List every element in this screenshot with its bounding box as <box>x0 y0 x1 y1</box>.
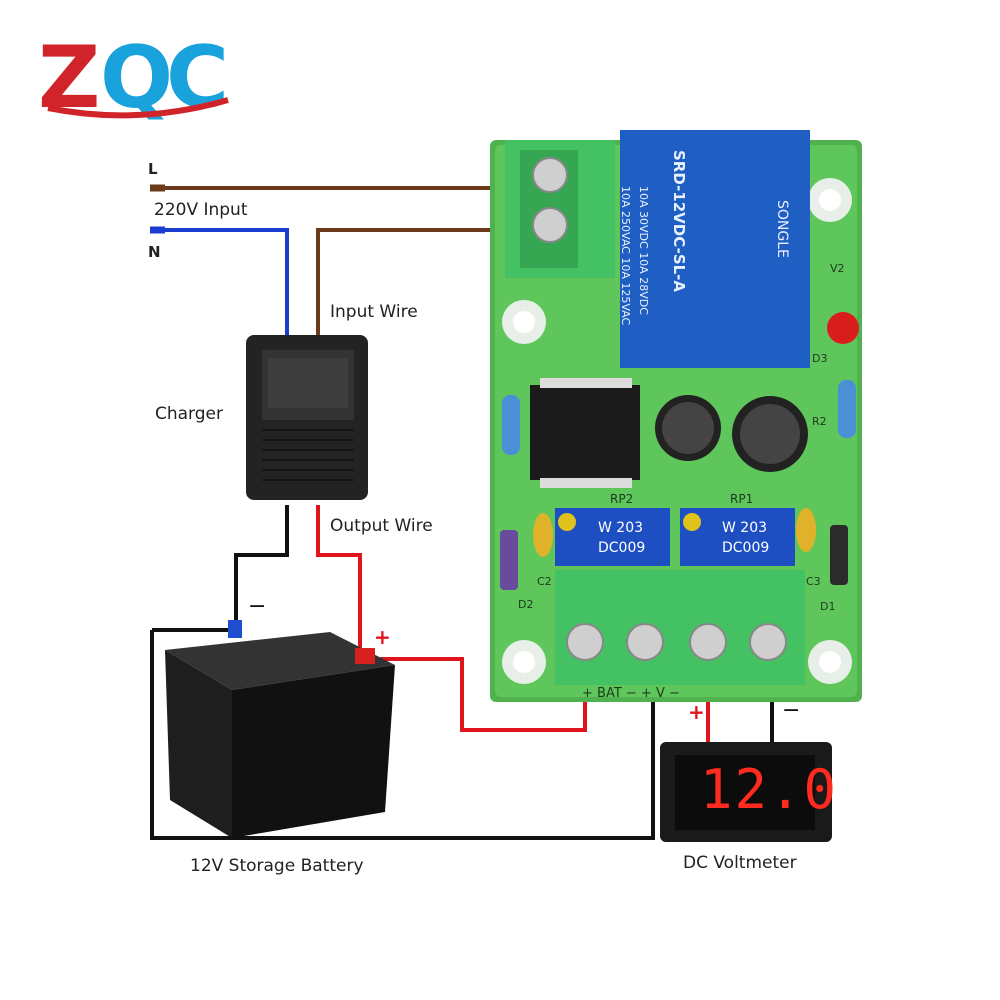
silk-c3: C3 <box>806 575 821 588</box>
label-vm-minus: − <box>782 698 801 723</box>
pot1-text-2: DC009 <box>598 540 646 556</box>
label-l: L <box>148 160 158 178</box>
silk-r2: R2 <box>812 415 827 428</box>
pot1-text-1: W 203 <box>598 520 644 536</box>
pot-label-rp1: RP1 <box>730 492 754 506</box>
silk-d2: D2 <box>518 598 534 611</box>
silk-d1: D1 <box>820 600 836 613</box>
label-bat-minus: − <box>248 594 267 619</box>
wire-n <box>150 228 289 338</box>
label-220v-input: 220V Input <box>154 200 248 220</box>
wire-bat-minus <box>150 630 655 840</box>
label-voltmeter: DC Voltmeter <box>683 853 797 873</box>
relay-text-2: 10A 30VDC 10A 28VDC <box>637 186 650 315</box>
pot2-text-2: DC009 <box>722 540 770 556</box>
voltmeter-reading: 12.0 <box>700 758 839 821</box>
relay-text-1: 10A 250VAC 10A 125VAC <box>619 186 632 326</box>
label-charger: Charger <box>155 404 223 424</box>
label-vm-plus: + <box>688 700 705 724</box>
relay-brand: SONGLE <box>774 200 790 258</box>
charger-module-board <box>490 130 862 702</box>
label-battery: 12V Storage Battery <box>190 856 364 876</box>
wire-bat-plus <box>380 657 587 732</box>
wire-charger-black <box>234 505 289 628</box>
label-input-wire: Input Wire <box>330 302 418 322</box>
wire-charger-red <box>316 505 362 655</box>
label-bat-plus: + <box>374 625 391 649</box>
terminal-label: + BAT − + V − <box>582 686 680 701</box>
relay-text-3: SRD-12VDC-SL-A <box>670 150 688 293</box>
voltmeter <box>660 742 832 842</box>
silk-c2: C2 <box>537 575 552 588</box>
zqc-logo: Z Q C <box>38 28 238 130</box>
label-n: N <box>148 243 161 261</box>
wire-input-brown <box>316 228 515 338</box>
silk-v2: V2 <box>830 262 845 275</box>
pot2-text-1: W 203 <box>722 520 768 536</box>
battery <box>165 620 395 838</box>
label-output-wire: Output Wire <box>330 516 433 536</box>
silk-d3: D3 <box>812 352 828 365</box>
charger <box>246 335 368 500</box>
logo-swoosh <box>47 97 229 119</box>
pot-label-rp2: RP2 <box>610 492 634 506</box>
